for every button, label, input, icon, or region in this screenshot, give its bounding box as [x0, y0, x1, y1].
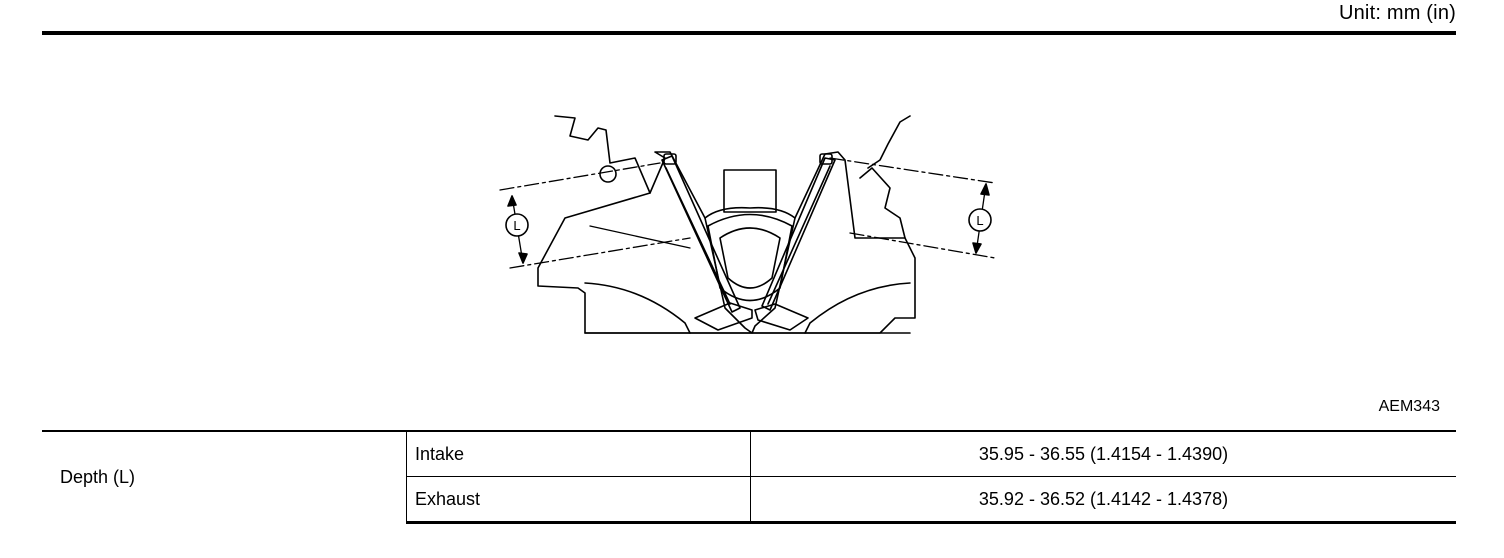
figure-code: AEM343: [1378, 398, 1440, 415]
dimension-letter-right: L: [976, 213, 983, 228]
dimension-letter-left: L: [513, 218, 520, 233]
intake-value: 35.95 - 36.55 (1.4154 - 1.4390): [750, 430, 1456, 477]
table-row: Exhaust 35.92 - 36.52 (1.4142 - 1.4378): [42, 476, 1456, 524]
intake-label: Intake: [406, 430, 751, 477]
table-row: Depth (L) Intake 35.95 - 36.55 (1.4154 -…: [42, 430, 1456, 523]
exhaust-value: 35.92 - 36.52 (1.4142 - 1.4378): [750, 476, 1456, 524]
spec-table: Depth (L) Intake 35.95 - 36.55 (1.4154 -…: [42, 430, 1456, 524]
unit-label: Unit: mm (in): [1338, 2, 1456, 24]
parameter-cell: Depth (L): [42, 430, 407, 523]
valve-spring-seat-diagram-icon: L L: [499, 115, 996, 334]
exhaust-label: Exhaust: [406, 476, 751, 524]
valve-diagram-figure: L L: [490, 108, 1010, 340]
header-rule: [42, 31, 1456, 35]
